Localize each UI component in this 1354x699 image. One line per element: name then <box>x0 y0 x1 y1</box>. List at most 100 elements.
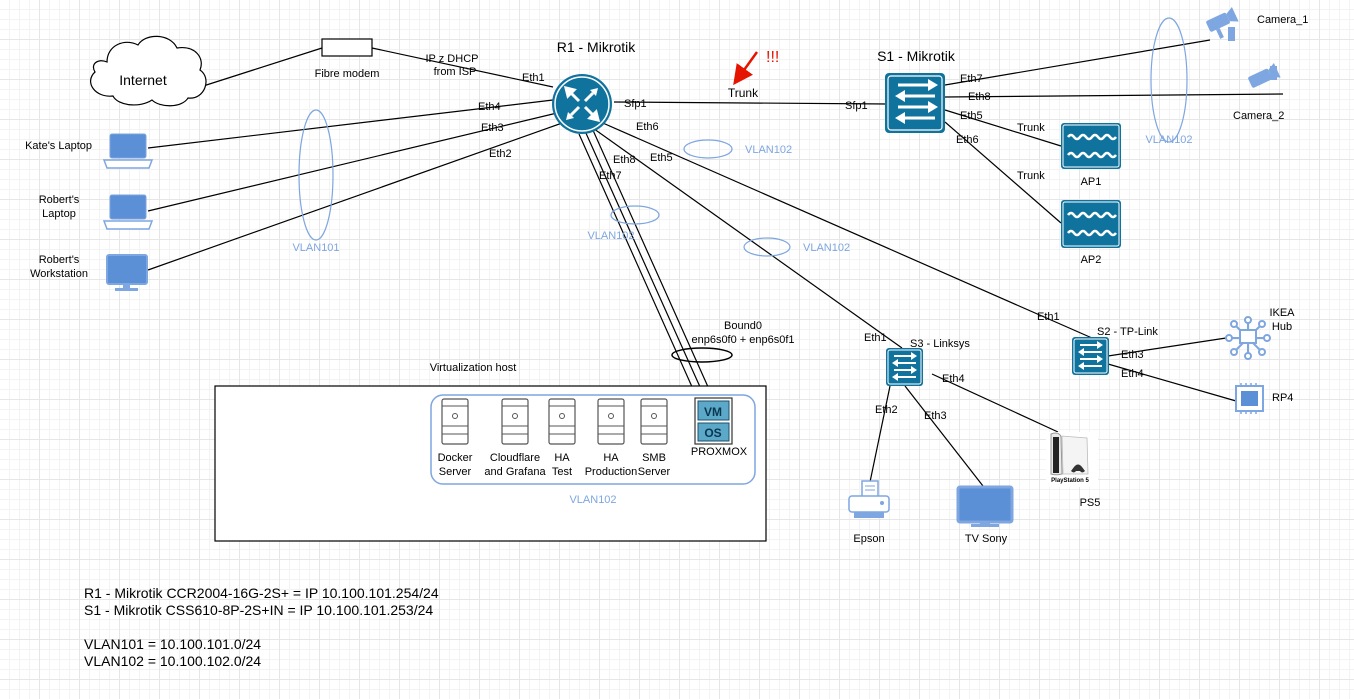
modem-icon <box>321 38 373 57</box>
link-modem-r1 <box>371 47 554 88</box>
s1-switch[interactable] <box>885 73 945 133</box>
server-labels: Docker Server Cloudflare and Grafana HA … <box>438 452 671 478</box>
link-s1-ap1 <box>944 109 1062 147</box>
s2-eth4-label: Eth4 <box>1121 368 1144 380</box>
dhcp-label-1: IP z DHCP <box>426 53 479 65</box>
r1-router[interactable] <box>552 74 612 134</box>
ikea-label-1: IKEA <box>1269 307 1295 319</box>
server-icon <box>501 398 529 445</box>
link-r1-robert-laptop <box>147 112 558 212</box>
vlan102-s3-ellipse <box>743 237 791 257</box>
epson-label: Epson <box>853 533 884 545</box>
monitor-icon <box>106 254 148 285</box>
server-docker[interactable] <box>441 398 469 445</box>
server-ha-production[interactable] <box>597 398 625 445</box>
laptop-icon <box>109 194 147 220</box>
vlan102-host-label: VLAN102 <box>569 494 616 506</box>
access-point-icon <box>1061 123 1121 169</box>
ip-notes: R1 - Mikrotik CCR2004-16G-2S+ = IP 10.10… <box>84 585 439 670</box>
camera-icon <box>1206 6 1239 39</box>
vm-text: VM <box>704 405 722 419</box>
server-label: Cloudflare <box>490 452 540 464</box>
katie-laptop[interactable] <box>102 133 154 169</box>
s1-trunk2-label: Trunk <box>1017 170 1045 182</box>
s1-eth6-label: Eth6 <box>956 134 979 146</box>
s1-trunk1-label: Trunk <box>1017 122 1045 134</box>
s1-title: S1 - Mikrotik <box>877 48 956 64</box>
link-r1-robert-ws <box>147 121 566 271</box>
server-label: Production <box>585 466 638 478</box>
chip-icon <box>1235 383 1264 414</box>
ps5-console[interactable]: PlayStation 5 <box>1046 432 1098 487</box>
server-icon <box>548 398 576 445</box>
tv-label: TV Sony <box>965 533 1008 545</box>
link-r1-s3 <box>589 125 903 349</box>
link-r1-proxmox-c <box>578 133 698 399</box>
link-r1-s2 <box>595 119 1093 339</box>
modem-label: Fibre modem <box>315 68 380 80</box>
ap2-device[interactable] <box>1061 200 1121 248</box>
vlan-ellipses <box>298 17 1188 257</box>
s2-port-labels: Eth1 Eth3 Eth4 <box>1037 311 1144 380</box>
link-s2-rp4 <box>1107 363 1237 402</box>
server-smb[interactable] <box>640 398 668 445</box>
dhcp-label-2: from ISP <box>434 66 477 78</box>
server-label: SMB <box>642 452 666 464</box>
s1-port-labels: Sfp1 Eth7 Eth8 Eth5 Eth6 Trunk Trunk <box>845 73 1045 182</box>
epson-printer[interactable] <box>848 480 890 518</box>
r1-eth2-label: Eth2 <box>489 148 512 160</box>
r1-eth7-label: Eth7 <box>599 170 622 182</box>
server-label: Docker <box>438 452 473 464</box>
bound0-label-2: enp6s0f0 + enp6s0f1 <box>691 334 794 346</box>
link-s3-epson <box>869 385 891 483</box>
note-line: VLAN101 = 10.100.101.0/24 <box>84 636 262 652</box>
vlan102-proxmox-ellipse <box>610 205 660 225</box>
vlan101-ellipse <box>298 109 334 241</box>
s2-eth1-label: Eth1 <box>1037 311 1060 323</box>
camera1-device[interactable] <box>1205 6 1242 41</box>
s3-eth3-label: Eth3 <box>924 410 947 422</box>
trunk-label: Trunk <box>728 86 759 100</box>
ap1-device[interactable] <box>1061 123 1121 169</box>
link-r1-proxmox-b <box>584 130 706 399</box>
printer-icon <box>848 480 890 518</box>
proxmox-node[interactable]: VM OS <box>694 397 733 445</box>
server-cloudflare[interactable] <box>501 398 529 445</box>
bound0-label-1: Bound0 <box>724 320 762 332</box>
warning-arrow <box>733 51 759 86</box>
robert-laptop-label-2: Laptop <box>42 208 76 220</box>
server-label: Test <box>552 466 572 478</box>
ikea-label-2: Hub <box>1272 321 1292 333</box>
robert-workstation[interactable] <box>106 254 148 291</box>
ikea-hub[interactable] <box>1225 316 1271 360</box>
robert-ws-label-2: Workstation <box>30 268 88 280</box>
server-label: HA <box>603 452 619 464</box>
robert-laptop[interactable] <box>102 194 154 230</box>
camera2-device[interactable] <box>1247 62 1281 90</box>
r1-sfp1-label: Sfp1 <box>624 98 647 110</box>
vlan102-s3-label: VLAN102 <box>803 242 850 254</box>
server-icon <box>597 398 625 445</box>
s1-eth8-label: Eth8 <box>968 91 991 103</box>
s2-title: S2 - TP-Link <box>1097 326 1158 338</box>
s2-switch[interactable] <box>1072 337 1109 375</box>
r1-eth3-label: Eth3 <box>481 122 504 134</box>
server-label: Server <box>638 466 671 478</box>
rp4-label: RP4 <box>1272 392 1293 404</box>
vlan102-s2-label: VLAN102 <box>745 144 792 156</box>
s2-eth3-label: Eth3 <box>1121 349 1144 361</box>
s3-switch[interactable] <box>886 348 923 386</box>
tv-sony[interactable] <box>956 485 1014 527</box>
link-s2-ikea <box>1107 337 1227 357</box>
rp4-device[interactable] <box>1235 383 1264 414</box>
internet-cloud: Internet <box>90 35 207 107</box>
hub-icon <box>1225 316 1271 360</box>
server-ha-test[interactable] <box>548 398 576 445</box>
link-internet-modem <box>196 47 323 89</box>
s3-eth4-label: Eth4 <box>942 373 965 385</box>
katie-label: Kate's Laptop <box>25 140 92 152</box>
cloud-icon <box>90 35 207 107</box>
server-icon <box>640 398 668 445</box>
